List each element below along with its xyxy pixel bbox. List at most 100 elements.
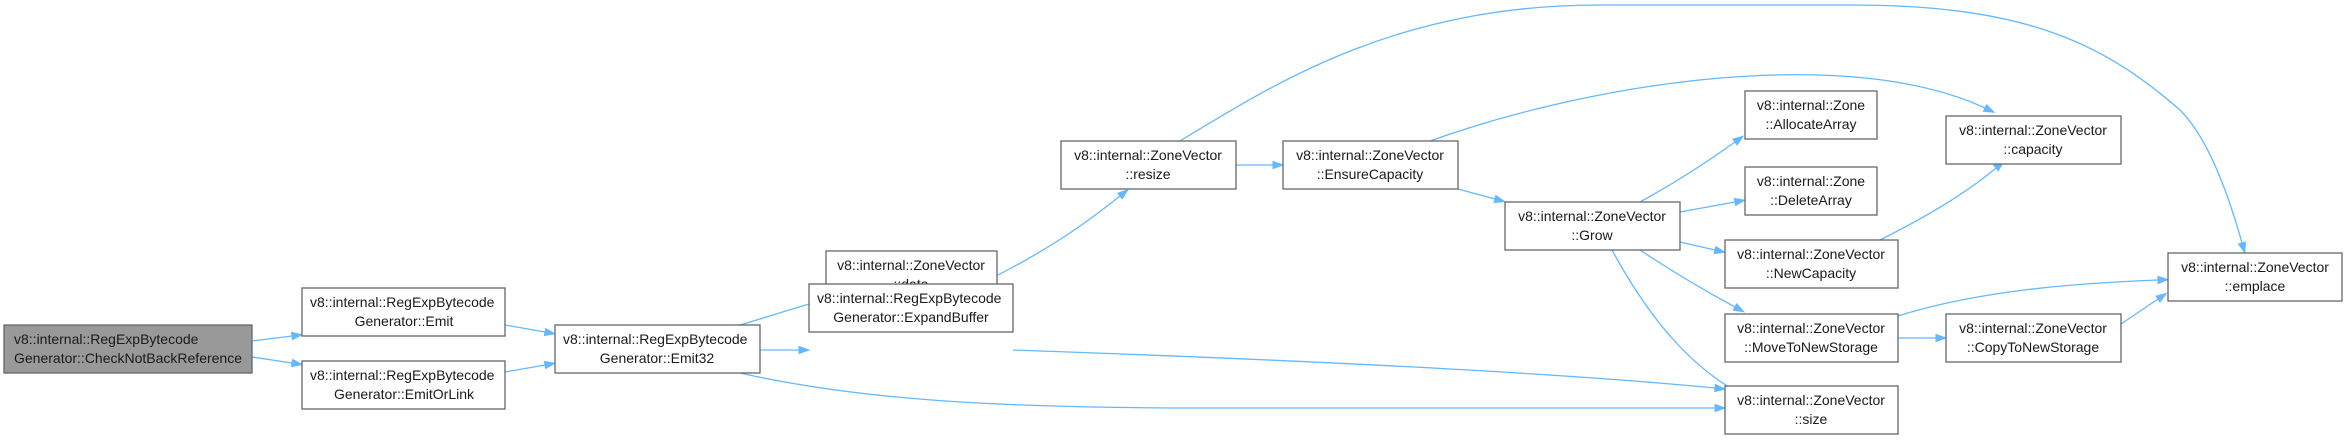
edge-layer (251, 4, 2247, 413)
node-resize[interactable]: v8::internal::ZoneVector ::resize (1060, 140, 1237, 190)
arrowhead-icon (1733, 197, 1747, 207)
edge-emit-to-emit32 (504, 324, 557, 337)
node-grow[interactable]: v8::internal::ZoneVector ::Grow (1504, 201, 1681, 251)
arrowhead-icon (1714, 383, 1727, 393)
node-emit32-line1: v8::internal::RegExpBytecode (563, 331, 748, 347)
node-resize-line2: ::resize (1125, 166, 1170, 182)
node-expandbuffer-line2: Generator::ExpandBuffer (833, 309, 989, 325)
node-movetonewstorage-line2: ::MoveToNewStorage (1744, 339, 1878, 355)
edge-ensurecapacity-to-capacity (1429, 74, 1996, 142)
node-emit32[interactable]: v8::internal::RegExpBytecode Generator::… (554, 324, 761, 374)
node-movetonewstorage[interactable]: v8::internal::ZoneVector ::MoveToNewStor… (1724, 313, 1899, 363)
edge-resize-to-ensurecapacity (1236, 160, 1285, 170)
node-emitorlink[interactable]: v8::internal::RegExpBytecode Generator::… (301, 360, 506, 410)
edge-line (1897, 279, 2159, 317)
node-copytonewstorage[interactable]: v8::internal::ZoneVector ::CopyToNewStor… (1945, 313, 2122, 363)
node-expandbuffer[interactable]: v8::internal::RegExpBytecode Generator::… (808, 283, 1014, 333)
edge-expandbuffer-to-size (1012, 349, 1727, 393)
edge-movetonewstorage-to-copytonewstorage (1898, 333, 1948, 343)
edge-grow-to-allocatearray (1639, 135, 1745, 203)
node-allocatearray-line2: ::AllocateArray (1765, 116, 1856, 132)
node-movetonewstorage-line1: v8::internal::ZoneVector (1737, 320, 1885, 336)
node-allocatearray[interactable]: v8::internal::Zone ::AllocateArray (1744, 90, 1878, 140)
edge-line (1679, 201, 1736, 213)
node-size-line1: v8::internal::ZoneVector (1737, 392, 1885, 408)
node-emplace[interactable]: v8::internal::ZoneVector ::emplace (2167, 252, 2343, 302)
edge-checknotbackref-to-emit (251, 331, 304, 342)
node-newcapacity-line1: v8::internal::ZoneVector (1737, 246, 1885, 262)
edge-line (504, 324, 546, 333)
node-size-line2: ::size (1795, 411, 1828, 427)
arrowhead-icon (1116, 188, 1129, 200)
node-emit-line2: Generator::Emit (355, 313, 454, 329)
node-ensurecapacity[interactable]: v8::internal::ZoneVector ::EnsureCapacit… (1282, 140, 1459, 190)
node-copytonewstorage-line2: ::CopyToNewStorage (1967, 339, 2100, 355)
arrowhead-icon (2155, 292, 2168, 303)
node-emitorlink-line1: v8::internal::RegExpBytecode (310, 367, 495, 383)
edge-line (979, 195, 1121, 285)
edge-resize-to-emplace (1179, 4, 2247, 255)
arrowhead-icon (2157, 275, 2170, 285)
edge-emitorlink-to-emit32 (504, 360, 557, 373)
node-expandbuffer-line1: v8::internal::RegExpBytecode (817, 290, 1002, 306)
arrowhead-icon (1714, 403, 1727, 413)
node-ensurecapacity-line1: v8::internal::ZoneVector (1296, 147, 1444, 163)
node-capacity[interactable]: v8::internal::ZoneVector ::capacity (1945, 115, 2122, 165)
edge-expandbuffer-to-resize (979, 188, 1129, 285)
arrowhead-icon (798, 345, 811, 355)
node-data-line1: v8::internal::ZoneVector (837, 257, 985, 273)
edge-line (1611, 249, 1738, 393)
edge-copytonewstorage-to-emplace (2120, 292, 2168, 325)
node-emit-line1: v8::internal::RegExpBytecode (310, 294, 495, 310)
node-resize-line1: v8::internal::ZoneVector (1074, 147, 1222, 163)
edge-emit32-to-size (739, 372, 1727, 413)
edge-line (1639, 141, 1736, 203)
edge-line (251, 356, 293, 364)
edge-line (1179, 4, 2243, 244)
arrowhead-icon (1713, 245, 1727, 255)
arrowhead-icon (1272, 160, 1285, 170)
node-layer: v8::internal::RegExpBytecode Generator::… (3, 90, 2343, 435)
node-capacity-line1: v8::internal::ZoneVector (1959, 122, 2107, 138)
node-emit32-line2: Generator::Emit32 (600, 350, 715, 366)
edge-line (739, 301, 817, 326)
node-deletearray[interactable]: v8::internal::Zone ::DeleteArray (1744, 166, 1878, 216)
arrowhead-icon (1982, 103, 1996, 113)
node-deletearray-line1: v8::internal::Zone (1757, 173, 1865, 189)
edge-newcapacity-to-capacity (1879, 160, 2005, 241)
edge-checknotbackref-to-emitorlink (251, 356, 304, 368)
node-emplace-line1: v8::internal::ZoneVector (2181, 259, 2329, 275)
node-emit[interactable]: v8::internal::RegExpBytecode Generator::… (301, 287, 506, 337)
node-size[interactable]: v8::internal::ZoneVector ::size (1724, 385, 1899, 435)
arrowhead-icon (291, 331, 304, 341)
arrowhead-icon (543, 327, 557, 337)
node-checknotbackreference-line2: Generator::CheckNotBackReference (14, 350, 242, 366)
node-deletearray-line2: ::DeleteArray (1770, 192, 1852, 208)
arrowhead-icon (543, 360, 557, 370)
node-checknotbackreference[interactable]: v8::internal::RegExpBytecode Generator::… (3, 324, 253, 374)
edge-line (504, 364, 546, 373)
edge-line (1457, 188, 1496, 200)
edge-line (1679, 241, 1716, 251)
arrowhead-icon (1732, 302, 1746, 313)
edge-line (1012, 349, 1716, 389)
arrowhead-icon (1493, 194, 1507, 204)
edge-movetonewstorage-to-emplace (1897, 275, 2170, 317)
node-emplace-line2: ::emplace (2225, 278, 2286, 294)
edge-grow-to-newcapacity (1679, 241, 1727, 255)
node-newcapacity[interactable]: v8::internal::ZoneVector ::NewCapacity (1724, 239, 1899, 289)
arrowhead-icon (2237, 241, 2247, 255)
node-emitorlink-line2: Generator::EmitOrLink (334, 386, 475, 402)
edge-emit32-to-expandbuffer (760, 345, 811, 355)
node-capacity-line2: ::capacity (2003, 141, 2062, 157)
edge-ensurecapacity-to-grow (1457, 188, 1507, 204)
edge-line (1879, 167, 1997, 241)
arrowhead-icon (1732, 135, 1745, 146)
node-newcapacity-line2: ::NewCapacity (1766, 265, 1856, 281)
node-grow-line1: v8::internal::ZoneVector (1518, 208, 1666, 224)
edge-grow-to-movetonewstorage (1639, 249, 1746, 313)
node-grow-line2: ::Grow (1571, 227, 1613, 243)
arrowhead-icon (290, 358, 304, 368)
node-allocatearray-line1: v8::internal::Zone (1757, 97, 1865, 113)
